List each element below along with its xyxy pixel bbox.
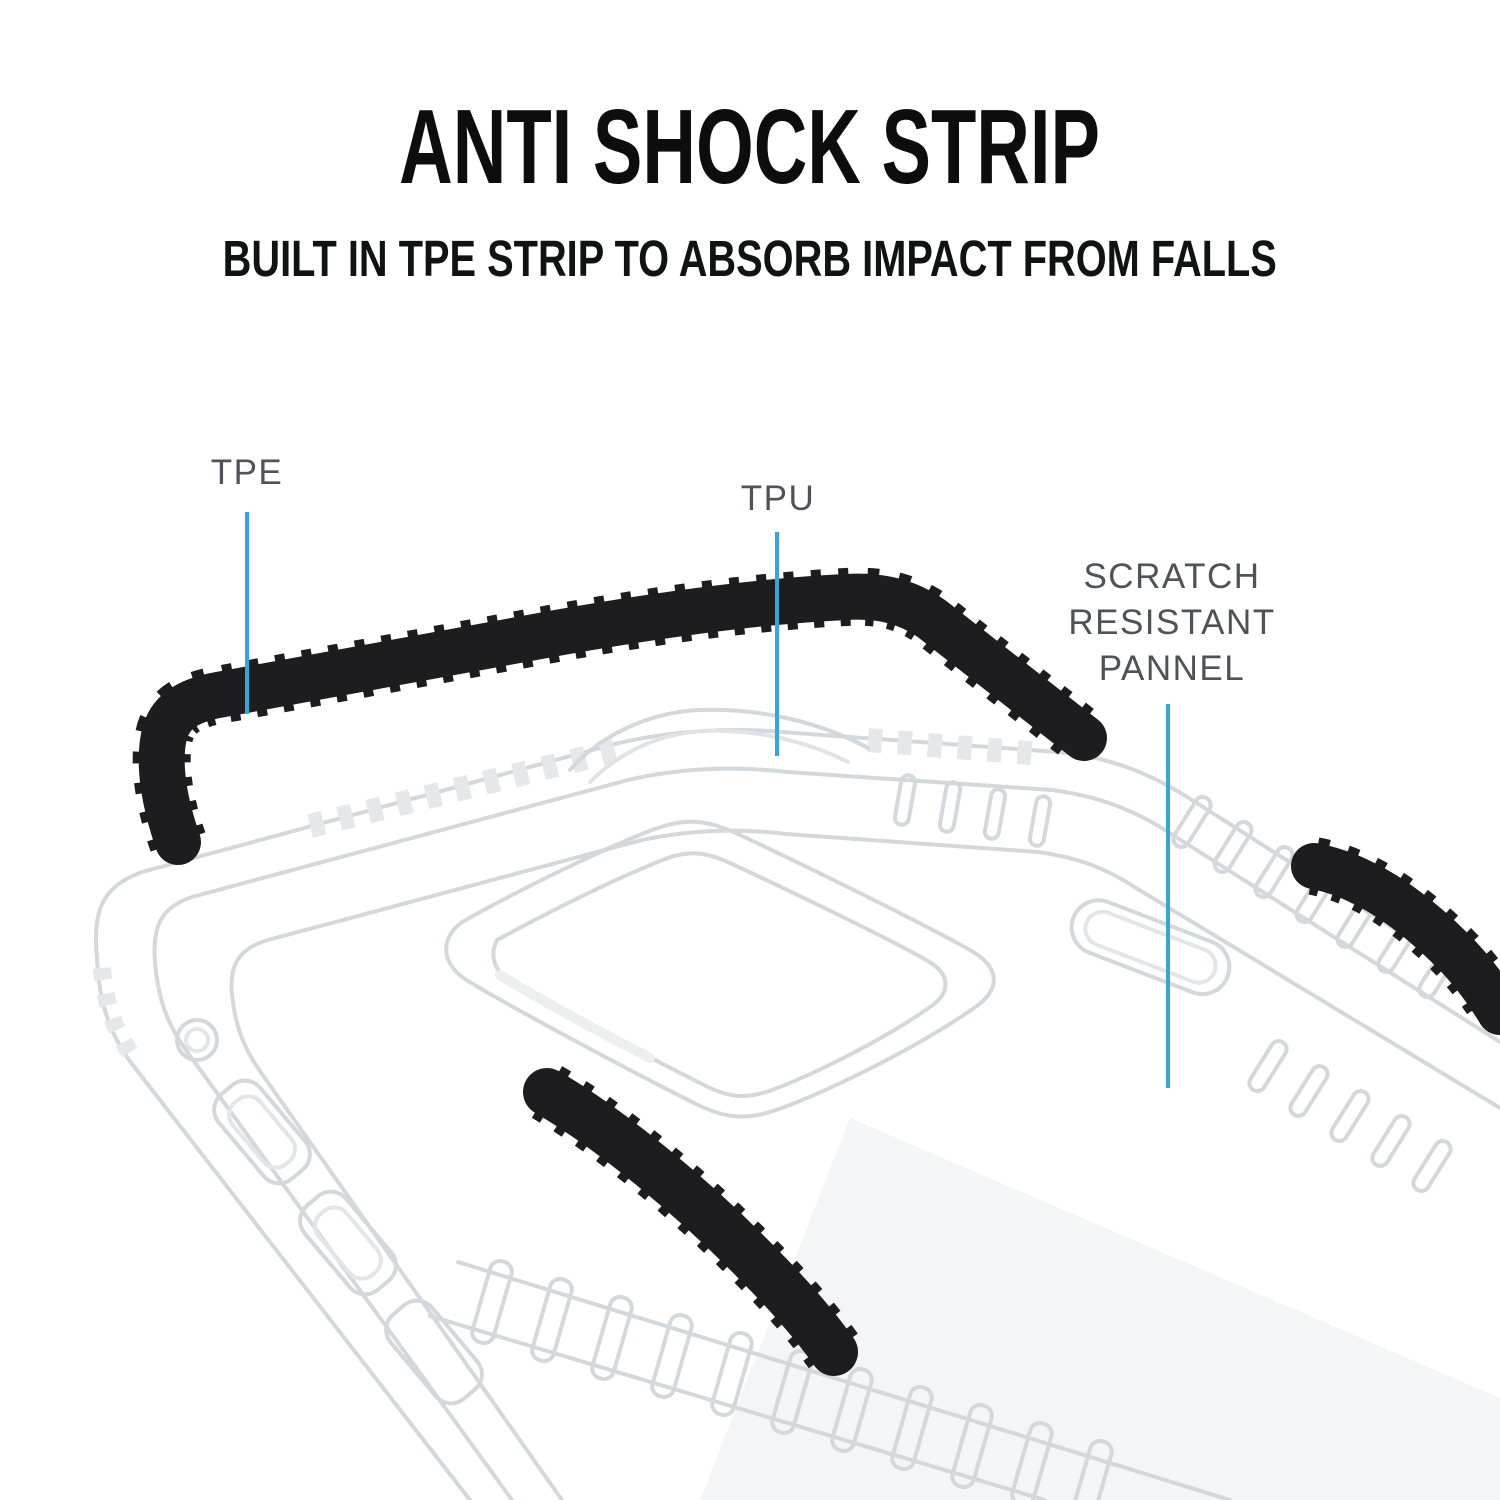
- volume-button-cutout: [212, 1078, 312, 1186]
- port-cutout: [384, 1298, 484, 1406]
- panel-sheen: [700, 1118, 1500, 1500]
- subheadline-text: BUILT IN TPE STRIP TO ABSORB IMPACT FROM…: [222, 230, 1278, 287]
- callout-line: PANNEL: [1098, 649, 1246, 689]
- tpe-strips: [132, 567, 1500, 1376]
- mute-switch-cutout: [175, 1018, 219, 1062]
- bottom-wall-ribs: [428, 1258, 1232, 1500]
- callout-line: SCRATCH: [1083, 557, 1261, 596]
- headline: ANTI SHOCK STRIP: [0, 94, 1500, 200]
- clear-case-outline: [93, 707, 1500, 1500]
- side-button-cutout: [1069, 898, 1232, 997]
- subheadline: BUILT IN TPE STRIP TO ABSORB IMPACT FROM…: [0, 233, 1500, 284]
- callout-scratch-resistant-panel: SCRATCH RESISTANT PANNEL: [1068, 554, 1275, 693]
- callout-tpu: TPU: [740, 479, 816, 518]
- top-rail-ribs: [892, 773, 1053, 848]
- callout-line: RESISTANT: [1068, 603, 1276, 643]
- volume-button-cutout: [298, 1189, 398, 1297]
- callout-tpe: TPE: [210, 453, 284, 492]
- camera-cutout: [444, 819, 996, 1119]
- tpu-rail-ribs: [307, 738, 621, 838]
- leader-lines: [245, 512, 1170, 1088]
- tpu-rail-ribs: [93, 967, 143, 1066]
- headline-text: ANTI SHOCK STRIP: [399, 88, 1101, 206]
